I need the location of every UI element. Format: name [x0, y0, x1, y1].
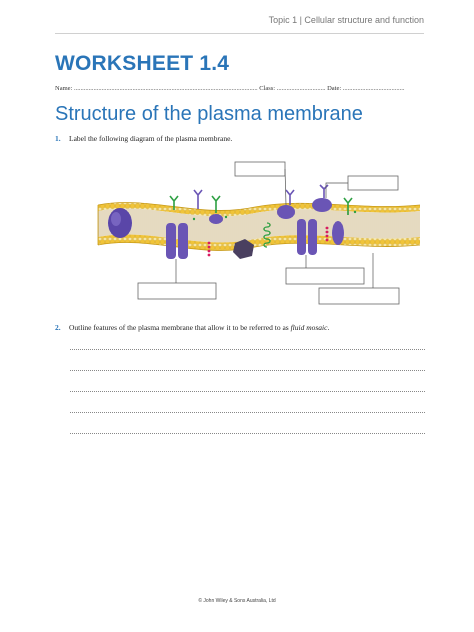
plasma-membrane-diagram [97, 161, 421, 305]
section-title: Structure of the plasma membrane [55, 103, 363, 125]
channel-protein-1 [166, 223, 188, 259]
question-2-italic-term: fluid mosaic [290, 323, 328, 332]
glycoprotein-protein-base [209, 214, 223, 224]
answer-line-1[interactable] [70, 349, 425, 350]
name-class-date-line: Name: ..................................… [55, 85, 405, 92]
worksheet-title: WORKSHEET 1.4 [55, 52, 230, 75]
label-box-bottom-left [137, 282, 217, 300]
cholesterol-molecule [207, 226, 329, 257]
branch-dots [192, 210, 357, 221]
question-2-text: Outline features of the plasma membrane … [69, 323, 291, 332]
question-2: 2. Outline features of the plasma membran… [55, 323, 329, 332]
phospholipid-bilayer [97, 202, 421, 251]
label-boxes [137, 161, 400, 305]
label-box-top-right [347, 175, 399, 191]
coiled-helix-protein [263, 222, 271, 248]
answer-line-3[interactable] [70, 391, 425, 392]
answer-line-5[interactable] [70, 433, 425, 434]
copyright-footer: © John Wiley & Sons Australia, Ltd [198, 598, 276, 604]
surface-protein-top [277, 198, 332, 219]
question-1-text: Label the following diagram of the plasm… [69, 134, 233, 143]
glycoprotein-chains [169, 195, 353, 215]
leader-lines [175, 168, 374, 288]
glycolipid-chains [193, 184, 329, 209]
peripheral-protein [233, 239, 254, 259]
question-2-number: 2. [55, 323, 61, 332]
answer-line-2[interactable] [70, 370, 425, 371]
label-box-bottom-middle [285, 267, 365, 285]
question-1: 1. Label the following diagram of the pla… [55, 134, 232, 143]
transmembrane-protein-right [332, 221, 344, 245]
topic-header: Topic 1 | Cellular structure and functio… [268, 15, 424, 25]
label-box-bottom-right [318, 287, 400, 305]
answer-line-4[interactable] [70, 412, 425, 413]
channel-protein-2 [297, 219, 317, 255]
header-rule [55, 33, 424, 34]
integral-protein-left [108, 208, 132, 238]
question-1-number: 1. [55, 134, 61, 143]
label-box-top-middle [234, 161, 286, 177]
question-2-text-end: . [327, 323, 330, 332]
